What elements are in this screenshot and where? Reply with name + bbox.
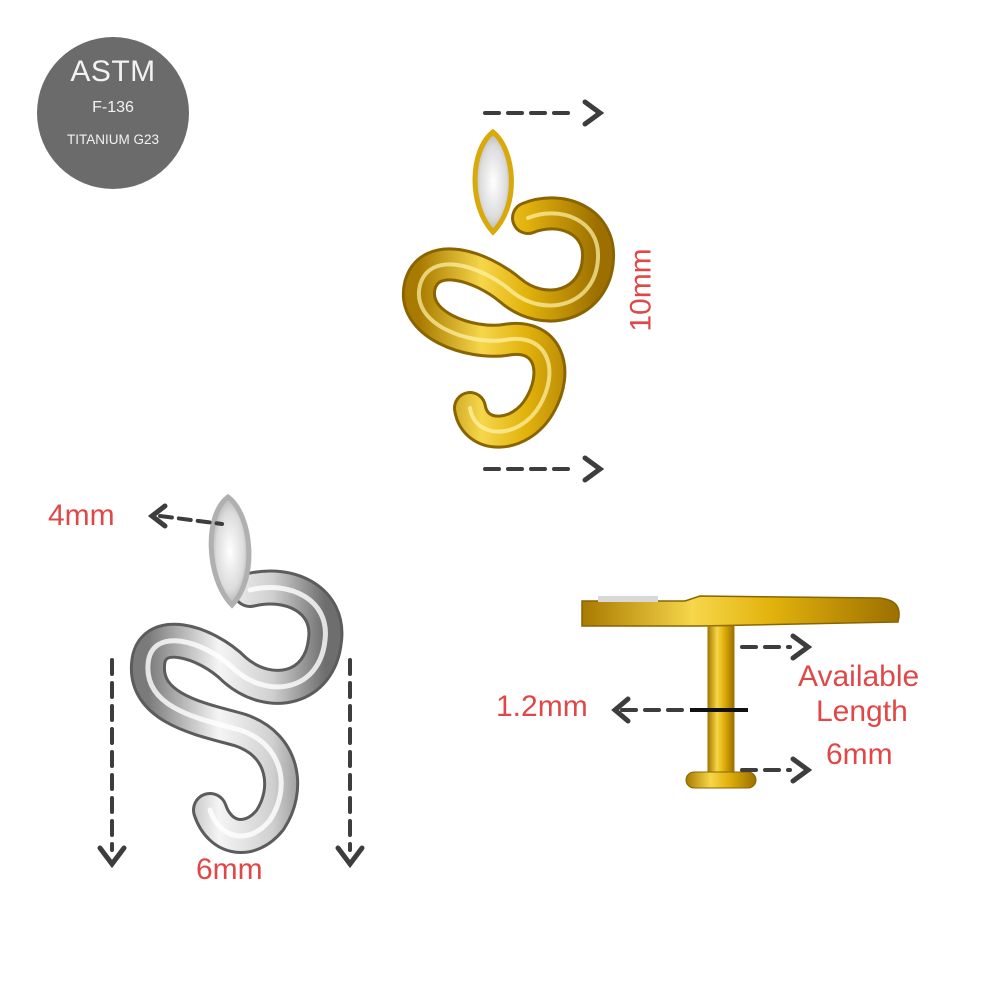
head-size-label: 4mm — [48, 499, 115, 532]
badge-astm: ASTM — [70, 55, 156, 88]
badge-standard: F-136 — [92, 99, 134, 116]
width-label: 6mm — [196, 853, 263, 886]
gold-snake-top-view — [402, 128, 615, 449]
post-diameter-label: 1.2mm — [496, 690, 588, 723]
badge-material: TITANIUM G23 — [66, 132, 159, 147]
head-size-arrow — [147, 503, 224, 529]
gold-labret-side-view — [581, 595, 900, 789]
available-length-top-arrow — [740, 633, 813, 661]
silver-snake-front-view — [130, 493, 344, 854]
bottom-dimension-arrow — [483, 455, 605, 483]
material-badge: ASTM F-136 TITANIUM G23 — [37, 37, 189, 189]
post-diameter-arrow — [611, 696, 692, 724]
width-left-arrow — [97, 658, 127, 869]
height-label: 10mm — [624, 248, 658, 332]
available-length-value: 6mm — [826, 738, 893, 771]
top-dimension-arrow — [483, 99, 605, 127]
available-length-label-2: Length — [816, 695, 908, 728]
available-length-label-1: Available — [798, 660, 920, 693]
available-length-bottom-arrow — [740, 756, 813, 784]
width-right-arrow — [335, 658, 365, 869]
